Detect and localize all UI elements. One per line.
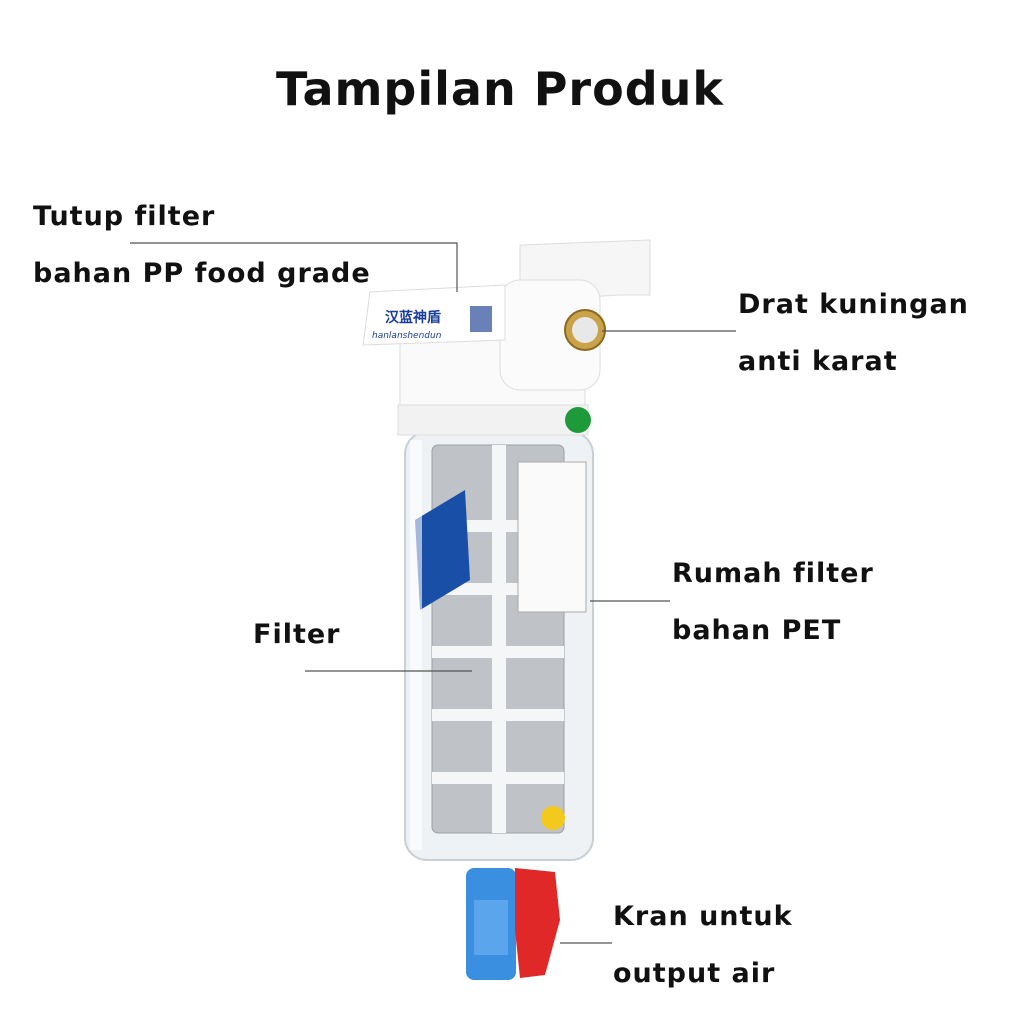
page-title: Tampilan Produk xyxy=(276,62,724,116)
valve-handle xyxy=(515,868,560,978)
outlet-badge xyxy=(541,806,565,830)
label-filter: Filter xyxy=(253,606,341,663)
logo-subtext: hanlanshendun xyxy=(372,331,442,341)
qr-code-icon xyxy=(470,306,492,332)
leader-lines xyxy=(130,242,736,944)
label-thread-line2: anti karat xyxy=(738,346,898,377)
label-valve-line1: Kran untuk xyxy=(613,901,793,932)
logo-text: 汉蓝神盾 xyxy=(385,309,441,326)
label-valve: Kran untuk output air xyxy=(613,888,793,1002)
label-housing-line1: Rumah filter xyxy=(672,558,874,589)
label-cap-line2: bahan PP food grade xyxy=(33,258,371,289)
label-cap: Tutup filter bahan PP food grade xyxy=(33,188,371,302)
logo-plate xyxy=(362,284,506,346)
label-housing-line2: bahan PET xyxy=(672,615,842,646)
label-thread: Drat kuningan anti karat xyxy=(738,276,969,390)
info-sticker xyxy=(517,461,587,613)
label-filter-line1: Filter xyxy=(253,619,341,650)
label-valve-line2: output air xyxy=(613,958,776,989)
label-housing: Rumah filter bahan PET xyxy=(672,545,874,659)
inlet-badge xyxy=(565,407,591,433)
label-thread-line1: Drat kuningan xyxy=(738,289,969,320)
brand-sticker xyxy=(415,490,470,610)
label-cap-line1: Tutup filter xyxy=(33,201,216,232)
